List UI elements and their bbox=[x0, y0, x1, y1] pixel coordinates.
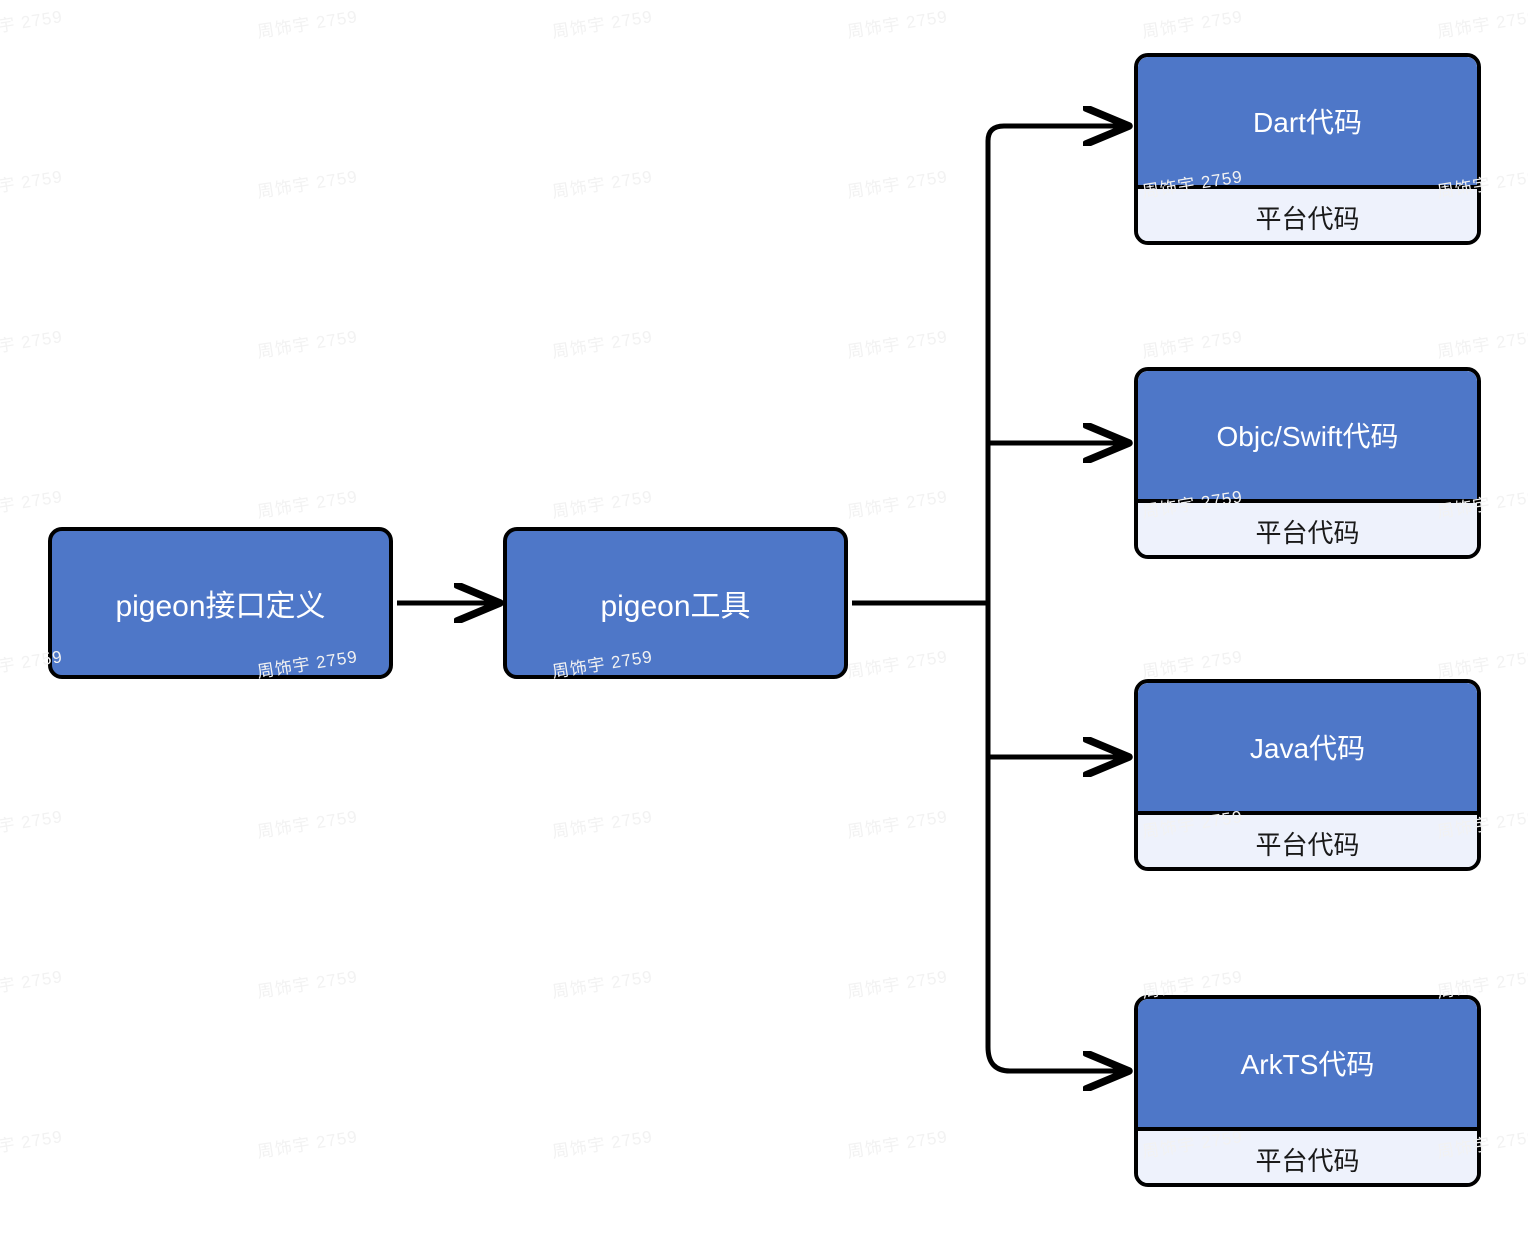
node-java-code[interactable]: Java代码 平台代码 bbox=[1134, 679, 1481, 871]
node-dart-code[interactable]: Dart代码 平台代码 bbox=[1134, 53, 1481, 245]
node-sub-label: 平台代码 bbox=[1138, 1131, 1477, 1183]
node-sub-label: 平台代码 bbox=[1138, 503, 1477, 555]
node-sub-label: 平台代码 bbox=[1138, 189, 1477, 241]
node-sub-label: 平台代码 bbox=[1138, 815, 1477, 867]
node-label: pigeon工具 bbox=[600, 590, 751, 623]
node-label: Dart代码 bbox=[1138, 57, 1477, 189]
node-objc-swift-code[interactable]: Objc/Swift代码 平台代码 bbox=[1134, 367, 1481, 559]
node-pigeon-interface-definition[interactable]: pigeon接口定义 bbox=[48, 527, 393, 679]
node-pigeon-tool[interactable]: pigeon工具 bbox=[503, 527, 848, 679]
node-label: Objc/Swift代码 bbox=[1138, 371, 1477, 503]
node-label: ArkTS代码 bbox=[1138, 999, 1477, 1131]
node-arkts-code[interactable]: ArkTS代码 平台代码 bbox=[1134, 995, 1481, 1187]
node-label: pigeon接口定义 bbox=[115, 590, 326, 623]
node-label: Java代码 bbox=[1138, 683, 1477, 815]
